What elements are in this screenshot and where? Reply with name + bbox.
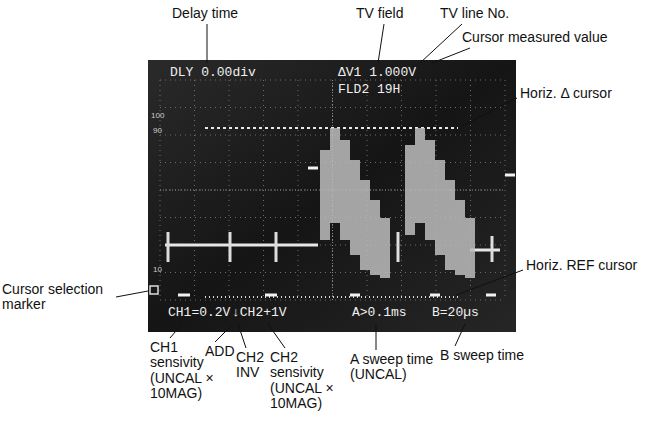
scale-mark: 100 — [151, 112, 164, 121]
scale-mark: 10 — [153, 266, 162, 275]
callout-label: A sweep time (UNCAL) — [350, 352, 442, 383]
callout-label: TV line No. — [440, 6, 509, 21]
crt-screen — [148, 60, 516, 332]
callout-label: ADD — [205, 344, 235, 359]
callout-label: B sweep time — [440, 348, 524, 363]
callout-label: CH2 sensivity (UNCAL × 10MAG) — [270, 350, 342, 412]
callout-label: Cursor selection marker — [2, 282, 114, 313]
leader-lines — [116, 24, 523, 350]
callout-label: Cursor measured value — [462, 30, 608, 45]
screen-readout: B=20µs — [432, 306, 479, 320]
graticule — [160, 80, 505, 300]
screen-readout: ↓CH2+1V — [232, 306, 287, 320]
scale-mark: 90 — [153, 127, 162, 136]
callout-label: Delay time — [172, 6, 238, 21]
screen-readout: A>0.1ms — [352, 306, 407, 320]
cursor-selection-marker — [150, 286, 158, 294]
callout-label: Horiz. Δ cursor — [520, 86, 612, 101]
center-axes — [160, 80, 505, 300]
screen-readout: CH1=0.2V — [168, 306, 230, 320]
callout-label: Horiz. REF cursor — [526, 258, 637, 273]
ref-cursor — [205, 296, 458, 298]
video-waveform — [165, 128, 515, 295]
screen-readout: ΔV1 1.000V — [338, 66, 416, 80]
callout-label: TV field — [356, 6, 403, 21]
screen-readout: FLD2 19H — [338, 83, 400, 97]
screen-readout: DLY 0.00div — [170, 66, 256, 80]
